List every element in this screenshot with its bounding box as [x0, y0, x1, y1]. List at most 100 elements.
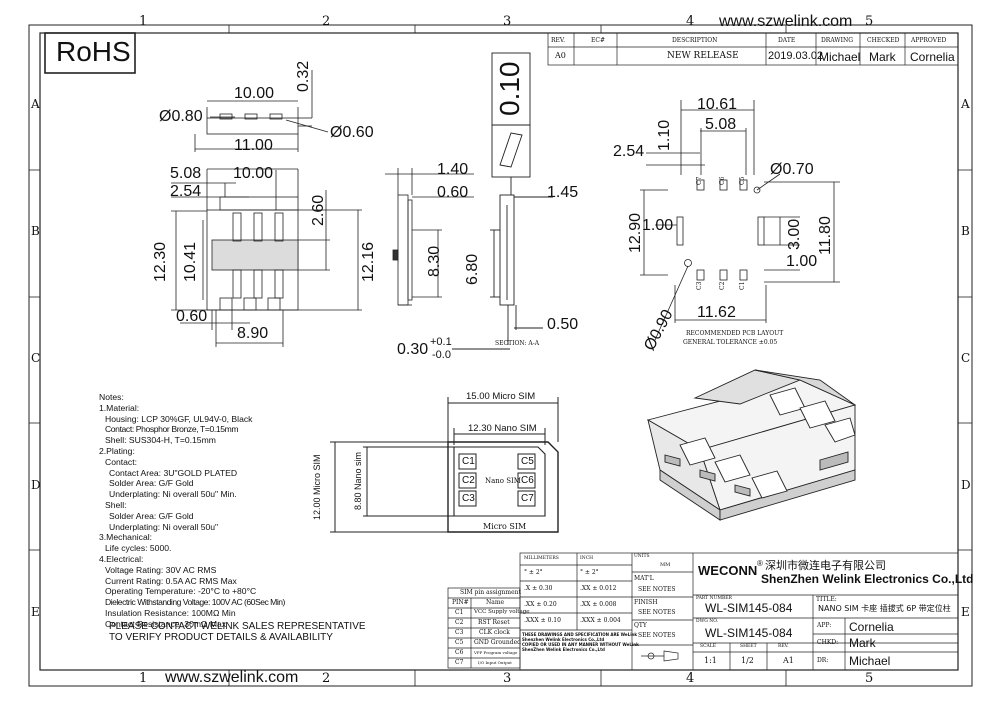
website-top[interactable]: www.szwelink.com [719, 13, 853, 30]
rev-value-date: 2019.03.02 [768, 50, 824, 62]
tb-dwg-number: WL-SIM145-084 [705, 626, 793, 640]
zone-row-d-right: D [961, 478, 971, 492]
dim-width-1000-front: 10.00 [233, 165, 274, 182]
note-line: Underplating: Ni overall 50u" [109, 521, 219, 532]
rev-header-drawing: DRAWING [821, 37, 853, 44]
zone-col-5-bottom: 5 [865, 671, 874, 686]
website-bottom[interactable]: www.szwelink.com [165, 669, 299, 686]
zone-col-3-top: 3 [503, 14, 512, 29]
note-line: Contact Resistance: 30mΩ Max [105, 618, 227, 629]
rev-header-description: DESCRIPTION [672, 37, 718, 44]
zone-row-a-right: A [961, 97, 970, 111]
note-line: Shell: SUS304-H, T=0.15mm [105, 435, 216, 446]
tb-tol-mm: .XXX ± 0.10 [524, 617, 561, 624]
tb-tol-mm: .X ± 0.30 [524, 585, 553, 592]
zone-col-5-top: 5 [865, 14, 874, 29]
tb-finish-header: FINISH [634, 599, 658, 606]
tb-dwg-header: DWG NO. [696, 619, 719, 624]
pin-table-name: VCC Supply voltage [474, 609, 530, 615]
note-line: 3.Mechanical: [99, 532, 153, 543]
zone-col-1-top: 1 [139, 14, 148, 29]
dim-060-side: 0.60 [437, 184, 469, 201]
tb-dr-value: Michael [849, 654, 891, 668]
card-nano-width: 12.30 Nano SIM [468, 423, 537, 434]
rev-header-checked: CHECKED [867, 37, 900, 44]
note-line: Current Rating: 0.5A AC RMS Max [105, 575, 237, 586]
note-line: Voltage Rating: 30V AC RMS [105, 564, 217, 575]
rev-header-ec: EC# [591, 37, 605, 44]
tb-material-value: SEE NOTES [638, 586, 676, 593]
pin-table-name: CLK clock [479, 629, 510, 636]
rev-value-drawing: Michael [819, 50, 861, 64]
dim-hole-060: Ø0.60 [330, 124, 374, 141]
dim-145: 1.45 [547, 184, 579, 201]
card-micro-label: Micro SIM [483, 522, 527, 531]
tb-tol-inch: .XX ± 0.012 [580, 585, 617, 592]
pcb-dim-1061: 10.61 [697, 96, 738, 113]
tb-company-en: ShenZhen Welink Electronics Co.,Ltd [761, 572, 974, 586]
note-line: Insulation Resistance: 100MΩ Min [105, 607, 236, 618]
rohs-mark: RoHS [56, 36, 131, 67]
zone-row-b-left: B [31, 224, 40, 238]
tb-finish-value: SEE NOTES [638, 609, 676, 616]
card-micro-height: 12.00 Micro SIM [312, 454, 322, 520]
dim-890: 8.90 [237, 325, 269, 342]
dim-width-1000-top: 10.00 [234, 85, 275, 102]
dim-1041: 10.41 [182, 241, 199, 282]
tb-title-header: TITLE: [816, 596, 837, 603]
pcb-dim-1180: 11.80 [817, 216, 834, 255]
zone-row-c-left: C [31, 351, 41, 365]
note-line: Contact: Phosphor Bronze, T=0.15mm [105, 424, 239, 435]
zone-col-4-top: 4 [686, 14, 695, 29]
dim-050: 0.50 [547, 316, 579, 333]
pcb-dim-110: 1.10 [656, 119, 673, 151]
note-line: Contact Area: 3U"GOLD PLATED [109, 467, 238, 478]
section-label: SECTION: A-A [495, 340, 540, 347]
tb-brand-registered: ® [757, 559, 763, 568]
card-pad-c3: C3 [462, 493, 475, 504]
tb-tol-mm: .XX ± 0.20 [524, 601, 557, 608]
zone-row-d-left: D [31, 478, 41, 492]
pin-table-pin: C3 [455, 629, 464, 636]
tb-dr-header: DR: [817, 657, 829, 664]
note-line: Shell: [105, 499, 127, 510]
tb-qty-value: SEE NOTES [638, 632, 676, 639]
note-line: Life cycles: 5000. [105, 543, 172, 554]
card-pad-c1: C1 [462, 456, 475, 467]
tb-confidential-4: ShenZhen Welink Electronics Co.,Ltd [522, 647, 605, 652]
pcb-dim-1162: 11.62 [697, 304, 736, 321]
pin-table-title: SIM pin assignment [460, 589, 521, 596]
tb-scale-header: SCALE [700, 644, 717, 649]
rev-value-rev: A0 [555, 51, 566, 60]
pin-table-pin: C7 [455, 659, 464, 666]
pin-table-pin: C5 [455, 639, 464, 646]
card-nano-label: Nano SIM [485, 477, 521, 485]
pcb-dim-100-left: 1.00 [642, 217, 674, 234]
note-line: Housing: LCP 30%GF, UL94V-0, Black [105, 413, 253, 424]
pcb-general-tolerance: GENERAL TOLERANCE ±0.05 [683, 339, 778, 346]
dim-260: 2.60 [310, 194, 327, 226]
dim-060: 0.60 [176, 308, 208, 325]
pcb-dim-300: 3.00 [786, 218, 803, 250]
tb-tol-inch: .XX ± 0.008 [580, 601, 617, 608]
zone-col-4-bottom: 4 [686, 671, 695, 686]
pin-table-header-pin: PIN# [452, 599, 469, 606]
dim-pitch-508: 5.08 [170, 165, 202, 182]
note-line: Notes: [99, 392, 124, 402]
tb-mm-header: MILLIMETERS [524, 556, 559, 561]
pcb-pad-c7: C7 [696, 176, 703, 185]
note-line: 4.Electrical: [99, 553, 144, 564]
dim-height-032: 0.32 [295, 60, 312, 92]
rev-value-description: NEW RELEASE [667, 51, 739, 61]
tb-chkd-value: Mark [849, 636, 876, 650]
dim-pitch-254: 2.54 [170, 183, 202, 200]
note-line: Solder Area: G/F Gold [109, 510, 194, 521]
tb-title-value: NANO SIM 卡座 插拔式 6P 带定位柱 [818, 604, 951, 613]
zone-col-3-bottom: 3 [503, 671, 512, 686]
card-nano-height: 8.80 Nano sim [353, 451, 363, 510]
tb-confidential-1: THESE DRAWINGS AND SPECIFICATION ARE WeL… [522, 632, 638, 637]
tb-rev-header: REV. [778, 644, 789, 649]
zone-col-2-bottom: 2 [322, 671, 331, 686]
